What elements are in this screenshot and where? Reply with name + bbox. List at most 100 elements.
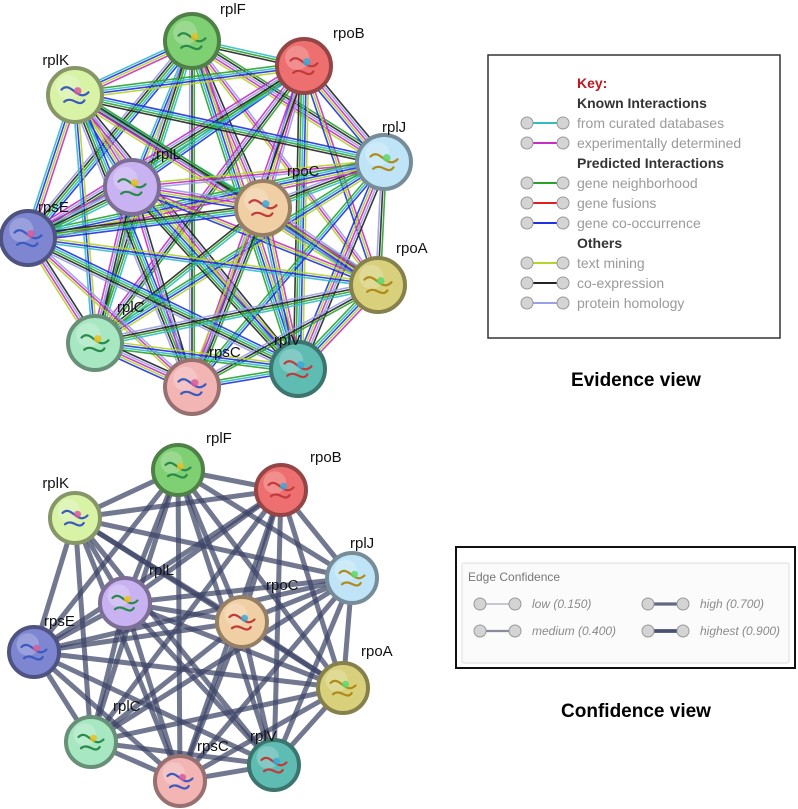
confidence-node-rplL[interactable]: rplL — [98, 562, 174, 630]
confidence-protein-blob-icon — [342, 680, 349, 688]
evidence-edge-line — [74, 95, 384, 164]
confidence-key-rows: low (0.150)high (0.700)medium (0.400)hig… — [473, 597, 780, 638]
evidence-node-rpoB[interactable]: rpoB — [275, 25, 365, 95]
evidence-edge-line — [27, 203, 263, 236]
evidence-node-label-rplK: rplK — [42, 52, 69, 69]
evidence-key-node-icon — [520, 296, 534, 310]
evidence-key-border — [487, 54, 781, 339]
confidence-node-label-rpsE: rpsE — [44, 613, 75, 630]
confidence-node-rpoC[interactable]: rpoC — [215, 577, 299, 649]
confidence-edge-rpsE-rpoA — [31, 649, 346, 691]
confidence-node-rpoA[interactable]: rpoA — [316, 643, 393, 715]
confidence-node-rpoB[interactable]: rpoB — [254, 449, 342, 517]
confidence-key-label: medium (0.400) — [532, 624, 616, 638]
evidence-edge-rpoA-rplC — [94, 280, 379, 348]
confidence-node-rplC[interactable]: rplC — [64, 698, 141, 769]
evidence-key-node-icon — [520, 256, 534, 270]
confidence-node-label-rplJ: rplJ — [350, 535, 374, 552]
evidence-node-rpsC[interactable]: rpsC — [163, 344, 241, 416]
evidence-key-group-heading: Predicted Interactions — [577, 155, 724, 171]
evidence-edge-line — [95, 285, 379, 345]
confidence-node-rpsE[interactable]: rpsE — [7, 613, 75, 679]
evidence-node-label-rpoA: rpoA — [396, 240, 428, 257]
evidence-protein-blob-icon — [190, 33, 199, 41]
evidence-node-rplV[interactable]: rplV — [269, 332, 327, 398]
evidence-key-row: gene co-occurrence — [520, 215, 701, 231]
evidence-node-rplC[interactable]: rplC — [66, 299, 145, 372]
evidence-edge-line — [28, 235, 300, 368]
confidence-node-label-rpoB: rpoB — [310, 449, 342, 466]
evidence-node-circle — [269, 340, 327, 398]
evidence-node-rpsE[interactable]: rpsE — [0, 199, 69, 267]
evidence-key-label: gene fusions — [577, 195, 656, 211]
confidence-key-label: high (0.700) — [700, 597, 764, 611]
confidence-node-rplF[interactable]: rplF — [151, 430, 232, 497]
confidence-node-label-rpoA: rpoA — [361, 643, 393, 660]
evidence-node-circle — [46, 66, 104, 124]
evidence-edge-line — [133, 184, 301, 368]
evidence-edge-line — [28, 208, 264, 240]
evidence-protein-blob-icon — [130, 179, 139, 187]
evidence-edge-line — [189, 206, 262, 387]
evidence-key-node-icon — [556, 176, 570, 190]
confidence-node-rplK[interactable]: rplK — [42, 475, 102, 545]
evidence-key-node-icon — [520, 116, 534, 130]
confidence-edge-rplJ-rplL — [122, 575, 355, 606]
evidence-edge-line — [94, 280, 378, 341]
confidence-node-circle — [325, 551, 379, 605]
evidence-edge-line — [75, 66, 305, 97]
confidence-key-node-icon — [676, 597, 690, 611]
confidence-edge-rplC-rplV — [88, 739, 277, 768]
evidence-edge-line — [27, 206, 263, 238]
evidence-protein-blob-icon — [296, 361, 305, 369]
evidence-edge-line — [77, 92, 302, 368]
confidence-edge-rplK-rplV — [72, 515, 277, 768]
confidence-key-row: high (0.700) — [641, 597, 764, 611]
evidence-edge-line — [75, 93, 385, 162]
confidence-view-title: Confidence view — [561, 701, 711, 722]
confidence-node-rpsC[interactable]: rpsC — [153, 738, 229, 808]
evidence-node-rplK[interactable]: rplK — [42, 52, 104, 124]
evidence-key-node-icon — [520, 216, 534, 230]
evidence-node-circle — [234, 179, 292, 237]
confidence-node-rplV[interactable]: rplV — [247, 728, 301, 792]
evidence-edge-rpsE-rpoA — [27, 234, 379, 289]
confidence-edge-rplL-rplV — [122, 600, 277, 768]
evidence-edge-rpsE-rplV — [25, 233, 301, 374]
confidence-key-row: medium (0.400) — [473, 624, 616, 638]
evidence-node-rpoA[interactable]: rpoA — [349, 240, 428, 314]
evidence-node-circle — [0, 209, 57, 267]
evidence-edge-line — [190, 42, 384, 165]
confidence-node-circle — [7, 625, 61, 679]
confidence-key-row: highest (0.900) — [641, 624, 780, 638]
evidence-key-title: Key: — [577, 75, 607, 91]
evidence-node-label-rplL: rplL — [156, 146, 181, 163]
confidence-node-circle — [48, 491, 102, 545]
evidence-node-rpoC[interactable]: rpoC — [234, 163, 320, 237]
evidence-edge-line — [93, 160, 384, 343]
confidence-key-panel: Edge Confidence low (0.150)high (0.700)m… — [455, 546, 796, 669]
confidence-edge-rpoA-rpsC — [177, 685, 346, 784]
evidence-protein-blob-icon — [376, 277, 385, 285]
confidence-key-title: Edge Confidence — [468, 570, 560, 584]
evidence-node-label-rpsE: rpsE — [38, 199, 69, 216]
evidence-edge-line — [95, 341, 299, 369]
evidence-node-rplL[interactable]: rplL — [103, 146, 181, 216]
confidence-network: rplF rpoB rplK rplJ rplL rpoC rpsE rpoA rplC rplV… — [7, 430, 393, 808]
evidence-node-label-rpoB: rpoB — [333, 25, 365, 42]
evidence-node-rplF[interactable]: rplF — [163, 1, 246, 70]
evidence-edge-line — [301, 66, 310, 370]
confidence-protein-blob-icon — [124, 595, 131, 603]
evidence-edge-line — [191, 40, 385, 163]
confidence-key-label: highest (0.900) — [700, 624, 780, 638]
evidence-node-rplJ[interactable]: rplJ — [355, 119, 413, 191]
evidence-edge-rplC-rplV — [94, 338, 299, 374]
evidence-node-circle — [66, 314, 124, 372]
evidence-nodes: rplF rpoB rplK rplJ rplL rpoC rpsE rpoA rplC rplV… — [0, 1, 428, 416]
evidence-edge-line — [94, 283, 378, 343]
evidence-node-label-rplJ: rplJ — [382, 119, 406, 136]
evidence-protein-blob-icon — [190, 379, 199, 387]
confidence-key-node-icon — [676, 624, 690, 638]
confidence-node-rplJ[interactable]: rplJ — [325, 535, 379, 605]
